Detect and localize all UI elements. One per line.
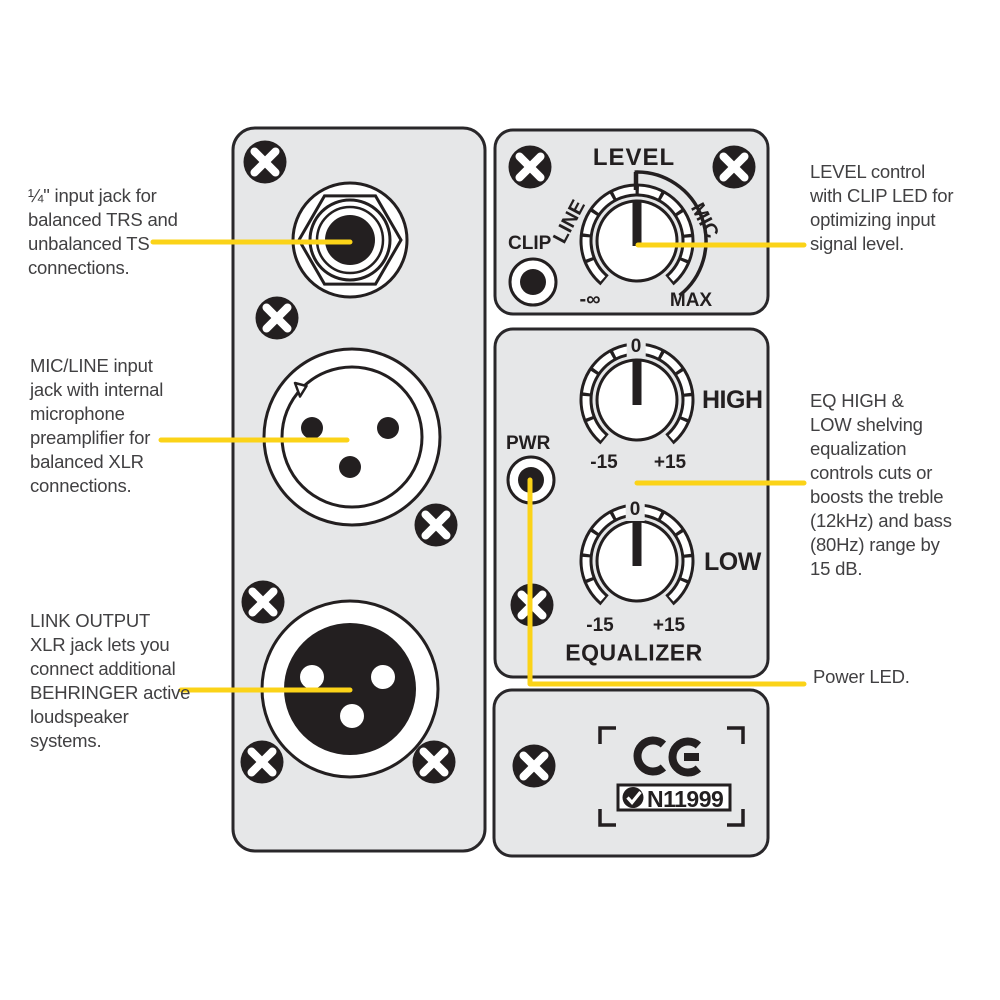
annotation-line: ¼" input jack for bbox=[28, 185, 157, 206]
annotation-line: signal level. bbox=[810, 233, 905, 254]
annotation-line: XLR jack lets you bbox=[30, 634, 170, 655]
annotation-line: LINK OUTPUT bbox=[30, 610, 151, 631]
level-knob-dial bbox=[586, 170, 708, 297]
callout-leader-lines bbox=[150, 239, 807, 693]
annotation-line: boosts the treble bbox=[810, 486, 944, 507]
annotation-line: EQ HIGH & bbox=[810, 390, 904, 411]
level-max-label: MAX bbox=[669, 290, 713, 311]
ce-mark-icon bbox=[633, 736, 702, 777]
annotation-line: balanced XLR bbox=[30, 451, 144, 472]
annotation-line: optimizing input bbox=[810, 209, 936, 230]
annotation-line: (12kHz) and bass bbox=[810, 510, 952, 531]
screw-icon bbox=[509, 146, 552, 189]
clip-led bbox=[508, 257, 558, 307]
screw-icon bbox=[415, 504, 458, 547]
screw-icon bbox=[513, 745, 556, 788]
annotation-eq: EQ HIGH & LOW shelving equalization cont… bbox=[810, 389, 952, 581]
level-title: LEVEL bbox=[592, 144, 676, 171]
low-plus15-label: +15 bbox=[652, 615, 686, 636]
annotation-line: (80Hz) range by bbox=[810, 534, 940, 555]
annotation-link-output: LINK OUTPUT XLR jack lets you connect ad… bbox=[30, 609, 190, 753]
xlr-mic-line-input-jack[interactable] bbox=[262, 347, 442, 527]
equalizer-label: EQUALIZER bbox=[565, 639, 703, 666]
ce-label-corner-brackets bbox=[598, 726, 745, 827]
annotation-level: LEVEL control with CLIP LED for optimizi… bbox=[810, 160, 953, 256]
leader-power bbox=[527, 477, 807, 687]
low-minus15-label: -15 bbox=[586, 615, 614, 636]
eq-low-knob[interactable] bbox=[595, 519, 679, 603]
annotation-line: BEHRINGER active bbox=[30, 682, 191, 703]
high-minus15-label: -15 bbox=[590, 452, 618, 473]
eq-high-knob[interactable] bbox=[595, 358, 679, 442]
high-plus15-label: +15 bbox=[653, 452, 687, 473]
annotation-line: connect additional bbox=[30, 658, 176, 679]
screw-icon bbox=[241, 741, 284, 784]
screw-icon bbox=[244, 141, 287, 184]
annotation-line: controls cuts or bbox=[810, 462, 933, 483]
low-label: LOW bbox=[704, 548, 761, 576]
annotation-line: LOW shelving bbox=[810, 414, 923, 435]
annotation-line: equalization bbox=[810, 438, 907, 459]
annotation-line: unbalanced TS bbox=[28, 233, 150, 254]
annotation-line: systems. bbox=[30, 730, 102, 751]
annotation-line: with CLIP LED for bbox=[810, 185, 954, 206]
annotation-mic-line: MIC/LINE input jack with internal microp… bbox=[30, 354, 163, 498]
ce-panel bbox=[492, 688, 770, 858]
annotation-line: balanced TRS and bbox=[28, 209, 178, 230]
annotation-line: microphone bbox=[30, 403, 125, 424]
annotation-line: loudspeaker bbox=[30, 706, 129, 727]
high-label: HIGH bbox=[702, 386, 763, 414]
level-min-label: -∞ bbox=[579, 288, 601, 311]
clip-label: CLIP bbox=[508, 233, 552, 254]
trs-input-jack[interactable] bbox=[291, 181, 409, 299]
level-knob[interactable] bbox=[595, 199, 679, 283]
approval-number-label: N11999 bbox=[647, 786, 724, 812]
rcm-approval-box bbox=[616, 783, 732, 812]
annotation-line: Power LED. bbox=[813, 666, 910, 687]
annotation-line: connections. bbox=[30, 475, 132, 496]
annotation-line: LEVEL control bbox=[810, 161, 925, 182]
annotation-line: jack with internal bbox=[30, 379, 164, 400]
high-zero-label: 0 bbox=[626, 336, 646, 358]
annotation-line: connections. bbox=[28, 257, 130, 278]
screw-icon bbox=[713, 146, 756, 189]
screw-icon bbox=[256, 297, 299, 340]
low-zero-label: 0 bbox=[625, 499, 645, 521]
annotation-line: MIC/LINE input bbox=[30, 355, 153, 376]
annotation-trs: ¼" input jack for balanced TRS and unbal… bbox=[28, 184, 178, 280]
screw-icon bbox=[242, 581, 285, 624]
pwr-label: PWR bbox=[506, 433, 551, 454]
annotation-power: Power LED. bbox=[813, 665, 910, 689]
c-tick-icon bbox=[622, 787, 644, 808]
screw-icon bbox=[413, 741, 456, 784]
annotation-line: preamplifier for bbox=[30, 427, 151, 448]
annotation-line: 15 dB. bbox=[810, 558, 863, 579]
